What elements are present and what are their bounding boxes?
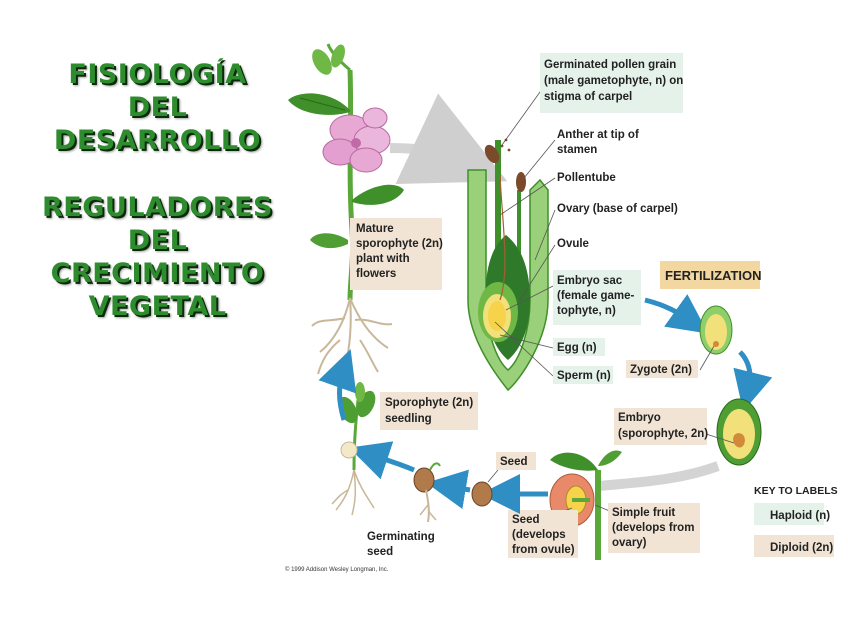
blue-arrow-icon — [349, 441, 415, 480]
anther-icon — [516, 172, 526, 192]
germinating-seed-illustration — [413, 462, 441, 523]
label-embryo: Embryo (sporophyte, 2n) — [614, 408, 708, 445]
slide-title: FISIOLOGÍA DEL DESARROLLO REGULADORES DE… — [20, 58, 295, 323]
label-text: (female game- — [557, 290, 635, 302]
title-line: VEGETAL — [88, 291, 227, 322]
label-text: Ovary (base of carpel) — [557, 203, 678, 215]
label-text: (develops from — [612, 522, 694, 534]
embryo-illustration — [716, 398, 762, 466]
label-text: Germinated pollen grain — [544, 59, 676, 71]
label-text: stigma of carpel — [544, 91, 632, 103]
blue-arrow-icon — [426, 469, 471, 510]
key-diploid: Diploid (2n) — [770, 542, 833, 554]
flower-icon — [322, 107, 391, 173]
key-haploid: Haploid (n) — [770, 510, 830, 522]
key-to-labels: KEY TO LABELS Haploid (n) Diploid (2n) — [754, 485, 838, 557]
label-text: Mature — [356, 223, 394, 235]
label-text: seed — [367, 546, 393, 558]
title-line: DESARROLLO — [53, 125, 262, 156]
label-text: Germinating — [367, 531, 435, 543]
gray-arrow-icon — [599, 461, 720, 491]
blue-arrow-icon — [318, 349, 357, 421]
label-text: FERTILIZATION — [665, 268, 762, 283]
label-sperm: Sperm (n) — [553, 366, 613, 384]
label-ovary: Ovary (base of carpel) — [557, 203, 678, 215]
label-text: stamen — [557, 144, 597, 156]
label-text: Egg (n) — [557, 342, 597, 354]
label-text: Pollentube — [557, 172, 616, 184]
key-title: KEY TO LABELS — [754, 485, 838, 497]
leader-lines — [494, 84, 556, 377]
blue-arrow-icon — [644, 294, 709, 334]
label-seed-develops: Seed (develops from ovule) — [508, 510, 578, 558]
label-egg: Egg (n) — [553, 338, 605, 356]
label-text: flowers — [356, 268, 396, 280]
label-text: from ovule) — [512, 544, 575, 556]
title-line: REGULADORES — [42, 192, 273, 223]
label-text: Sperm (n) — [557, 370, 611, 382]
title-line: DEL — [127, 225, 188, 256]
seed-illustration — [471, 481, 493, 507]
mature-plant-illustration — [288, 43, 404, 375]
label-pollentube: Pollentube — [557, 172, 616, 184]
fertilization-badge: FERTILIZATION — [660, 261, 762, 289]
label-text: Anther at tip of — [557, 129, 639, 141]
label-text: Seed — [512, 514, 540, 526]
title-line: DEL — [127, 92, 188, 123]
label-text: Simple fruit — [612, 507, 675, 519]
gray-arrow-icon — [389, 93, 508, 184]
label-seed: Seed — [496, 452, 536, 470]
label-text: (male gametophyte, n) on — [544, 75, 683, 87]
label-germinating-seed: Germinating seed — [367, 531, 435, 558]
seedling-illustration — [331, 382, 376, 516]
blue-arrow-icon — [733, 350, 773, 412]
roots-icon — [311, 297, 393, 375]
label-simple-fruit: Simple fruit (develops from ovary) — [608, 503, 700, 553]
simple-fruit-illustration — [549, 450, 622, 560]
title-line: FISIOLOGÍA — [68, 59, 247, 90]
label-text: seedling — [385, 413, 432, 425]
label-text: Sporophyte (2n) — [385, 397, 473, 409]
label-text: Embryo sac — [557, 275, 623, 287]
label-mature-sporophyte: Mature sporophyte (2n) plant with flower… — [350, 218, 443, 290]
label-anther: Anther at tip of stamen — [557, 129, 639, 156]
label-text: (sporophyte, 2n) — [618, 428, 708, 440]
label-text: (develops — [512, 529, 566, 541]
zygote-illustration — [699, 305, 733, 355]
title-line: CRECIMIENTO — [50, 258, 265, 289]
label-text: ovary) — [612, 537, 647, 549]
label-text: tophyte, n) — [557, 305, 616, 317]
label-text: Seed — [500, 456, 528, 468]
label-ovule: Ovule — [557, 238, 589, 250]
label-text: plant with — [356, 253, 410, 265]
copyright-text: © 1999 Addison Wesley Longman, Inc. — [285, 566, 389, 573]
label-text: Ovule — [557, 238, 589, 250]
pollen-grain-icon — [484, 144, 500, 164]
label-germinated-pollen: Germinated pollen grain (male gametophyt… — [540, 53, 683, 113]
label-embryo-sac: Embryo sac (female game- tophyte, n) — [553, 270, 641, 325]
label-text: sporophyte (2n) — [356, 238, 443, 250]
label-sporophyte-seedling: Sporophyte (2n) seedling — [380, 392, 478, 430]
label-zygote: Zygote (2n) — [626, 360, 698, 378]
label-text: Embryo — [618, 412, 661, 424]
carpel-illustration — [467, 138, 549, 392]
label-text: Zygote (2n) — [630, 364, 692, 376]
